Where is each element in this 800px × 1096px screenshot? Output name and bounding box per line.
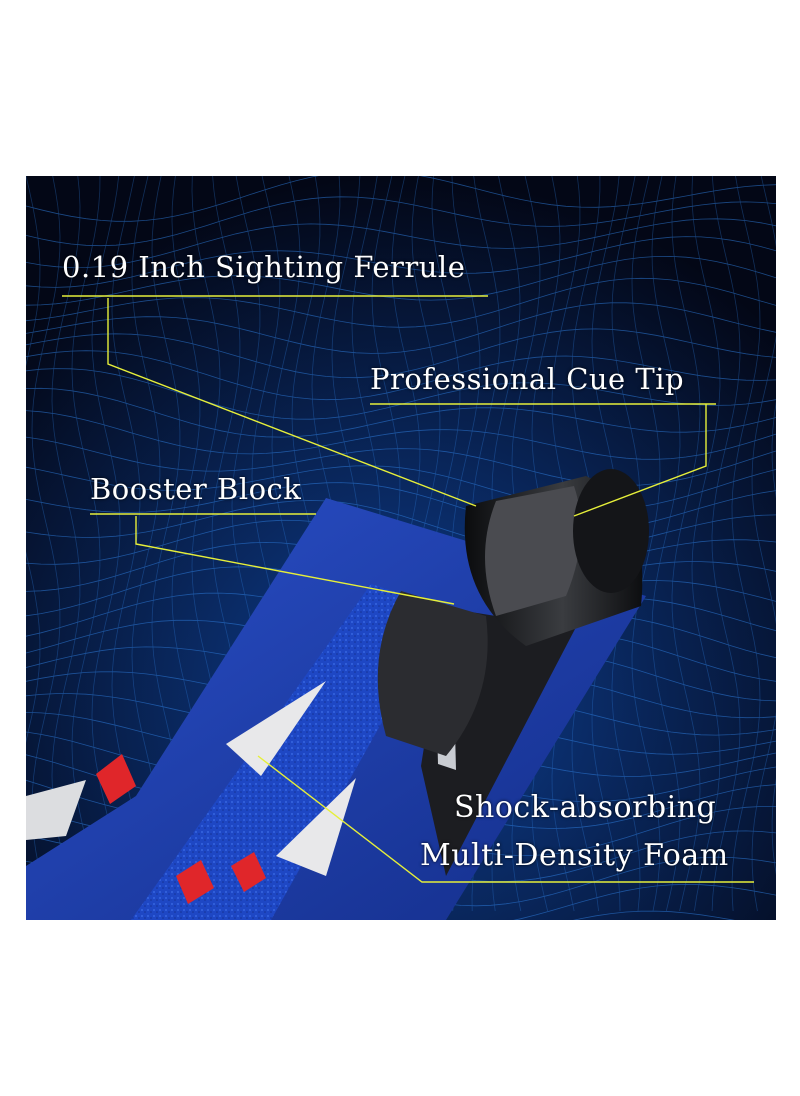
mesh-line	[26, 465, 776, 511]
cue-shaft	[26, 469, 649, 920]
mesh-line	[26, 176, 776, 222]
leader-lines	[62, 295, 754, 883]
decal-red	[96, 754, 136, 804]
mesh-line	[26, 302, 776, 354]
callout-foam-line2: Multi-Density Foam	[420, 838, 729, 873]
mesh-line	[731, 176, 761, 912]
product-image-panel: 0.19 Inch Sighting Ferrule Professional …	[26, 176, 776, 920]
mesh-line	[26, 236, 776, 288]
mesh-line	[91, 176, 121, 911]
foam-leader	[257, 755, 754, 883]
mesh-line	[751, 176, 776, 912]
callout-cue-tip: Professional Cue Tip	[370, 362, 685, 396]
tip-leader	[573, 404, 707, 517]
mesh-line	[26, 176, 41, 744]
callout-booster-block: Booster Block	[90, 472, 302, 506]
cue-illustration	[26, 176, 776, 920]
callout-foam-line1: Shock-absorbing	[454, 790, 717, 825]
mesh-line	[26, 350, 776, 401]
decal-white	[276, 778, 356, 876]
mesh-line	[651, 176, 681, 912]
mesh-line	[631, 176, 661, 912]
mesh-line	[26, 436, 776, 486]
foam-strip	[131, 584, 446, 920]
booster-block	[377, 591, 488, 756]
cue-tip	[573, 469, 649, 593]
mesh-line	[691, 176, 721, 912]
decal-white	[226, 681, 326, 776]
callout-ferrule: 0.19 Inch Sighting Ferrule	[62, 250, 466, 284]
mesh-line	[26, 482, 776, 533]
decal-red	[176, 860, 214, 904]
mesh-line	[26, 218, 776, 269]
foam-insert	[485, 486, 581, 616]
mesh-line	[671, 176, 701, 912]
mesh-line	[26, 500, 776, 552]
mesh-line	[26, 255, 776, 306]
mesh-line	[26, 328, 776, 379]
mesh-line	[51, 176, 81, 912]
booster-leader	[135, 516, 455, 605]
mesh-line	[711, 176, 741, 912]
mesh-line	[26, 387, 776, 438]
decal-red	[231, 852, 266, 892]
decal-white	[26, 780, 86, 840]
mesh-line	[26, 410, 776, 460]
mesh-line	[26, 277, 776, 328]
mesh-line	[771, 400, 776, 876]
mesh-line	[31, 176, 61, 912]
mesh-line	[26, 196, 776, 247]
ferrule-leader	[107, 298, 477, 507]
